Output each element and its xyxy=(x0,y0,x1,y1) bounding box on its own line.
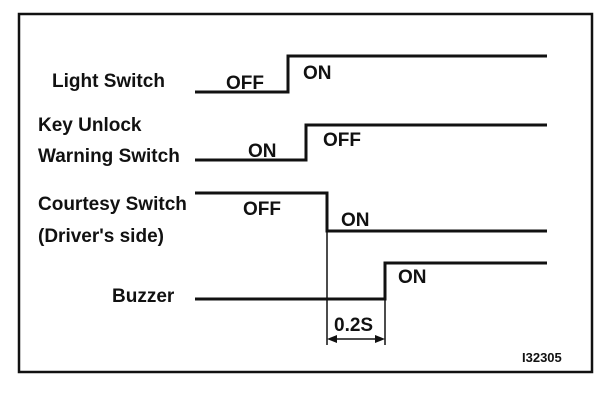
buzzer-label: Buzzer xyxy=(112,286,175,307)
key-unlock-off-state: OFF xyxy=(323,130,361,151)
courtesy-switch-on-state: ON xyxy=(341,210,370,231)
light-switch-waveform xyxy=(195,54,547,94)
buzzer-on-state: ON xyxy=(398,267,427,288)
light-switch-label: Light Switch xyxy=(52,71,165,92)
light-switch-off-state: OFF xyxy=(226,73,264,94)
courtesy-switch-off-state: OFF xyxy=(243,199,281,220)
interval-label: 0.2S xyxy=(334,315,373,336)
light-switch-on-state: ON xyxy=(303,63,332,84)
key-unlock-waveform xyxy=(195,123,547,162)
courtesy-switch-label-line1: Courtesy Switch xyxy=(38,194,187,215)
key-unlock-on-state: ON xyxy=(248,141,277,162)
buzzer-waveform xyxy=(195,261,547,301)
courtesy-switch-label-line2: (Driver's side) xyxy=(38,226,164,247)
key-unlock-label-line2: Warning Switch xyxy=(38,146,180,167)
interval-arrow-left xyxy=(327,335,337,343)
diagram-frame xyxy=(17,12,594,374)
figure-id: I32305 xyxy=(522,350,562,365)
interval-arrow-right xyxy=(375,335,385,343)
courtesy-switch-waveform xyxy=(195,191,547,233)
key-unlock-label-line1: Key Unlock xyxy=(38,115,142,136)
